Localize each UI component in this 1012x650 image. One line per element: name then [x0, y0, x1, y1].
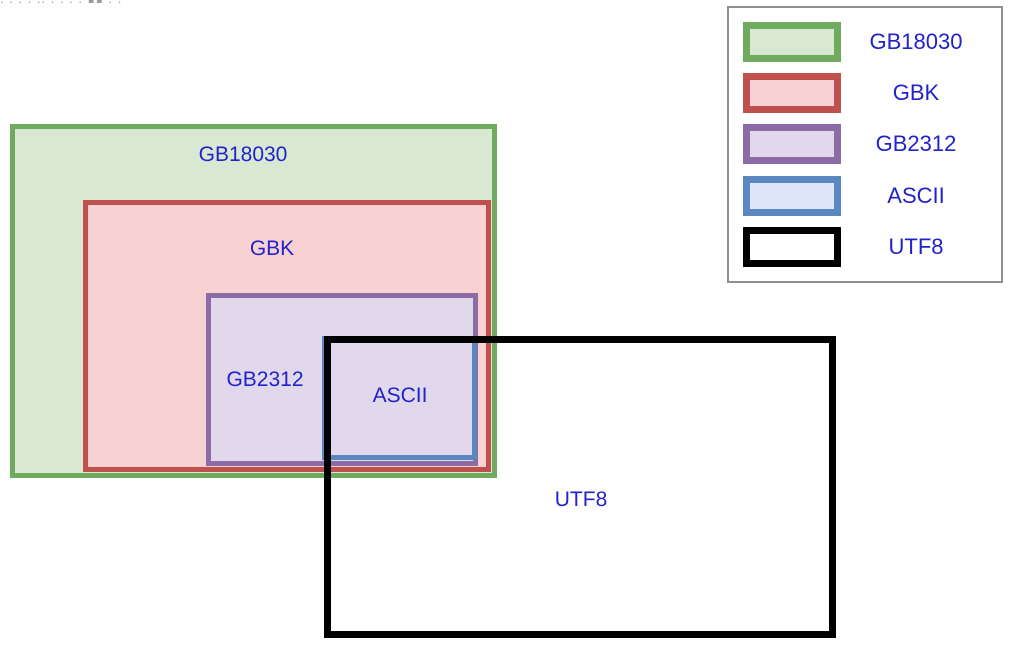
legend-label-gb2312: GB2312: [875, 131, 957, 157]
legend-item-gb2312: GB2312: [729, 121, 1001, 167]
set-label-ascii: ASCII: [372, 384, 428, 407]
legend-label-gb18030: GB18030: [869, 28, 963, 54]
legend-swatch-gbk: [743, 73, 841, 114]
cropped-title-artifact: . . . . .. . . . . ▮▮ . .: [0, 0, 260, 3]
legend-item-ascii: ASCII: [729, 173, 1001, 219]
legend-swatch-utf8: [743, 227, 841, 268]
legend-item-gb18030: GB18030: [729, 19, 1001, 65]
legend-swatch-gb2312: [743, 124, 841, 165]
legend-item-utf8: UTF8: [729, 224, 1001, 270]
legend-label-ascii: ASCII: [887, 182, 945, 208]
legend: GB18030 GBK GB2312 ASCII UTF8: [727, 6, 1003, 283]
legend-label-gbk: GBK: [892, 80, 940, 106]
set-box-utf8: [324, 336, 836, 638]
legend-swatch-ascii: [743, 175, 841, 216]
set-label-utf8: UTF8: [554, 488, 608, 511]
set-box-gb2312: [206, 293, 478, 466]
set-label-gbk: GBK: [249, 237, 295, 260]
legend-item-gbk: GBK: [729, 70, 1001, 116]
set-label-gb2312: GB2312: [226, 368, 304, 391]
set-label-gb18030: GB18030: [198, 143, 288, 166]
legend-label-utf8: UTF8: [888, 234, 944, 260]
legend-swatch-gb18030: [743, 21, 841, 62]
